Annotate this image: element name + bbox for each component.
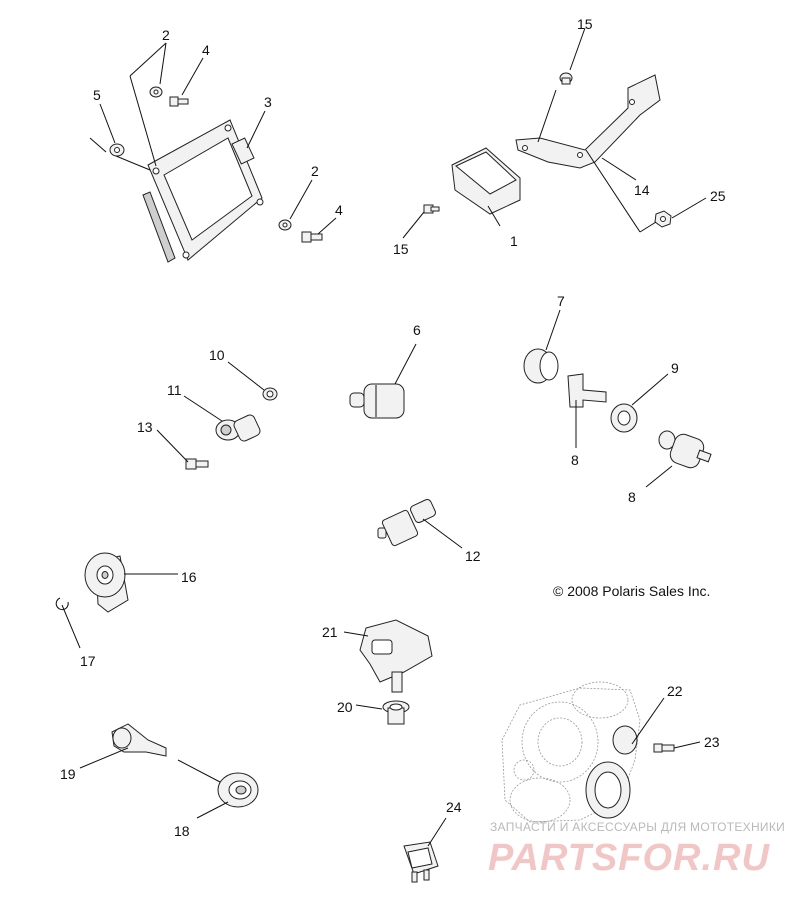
callout-19: 19 xyxy=(60,766,76,782)
clip-part-17 xyxy=(55,597,69,611)
grommet-part-7 xyxy=(523,348,559,384)
copyright-text: © 2008 Polaris Sales Inc. xyxy=(553,583,710,599)
nut-part-25 xyxy=(654,210,672,228)
watermark-tagline: ЗАПЧАСТИ И АКСЕССУАРЫ ДЛЯ МОТОТЕХНИКИ xyxy=(490,820,785,834)
grommet-part-9 xyxy=(610,403,638,433)
bolt-part-15a xyxy=(559,72,573,85)
watermark-logo: ЗАПЧАСТИ И АКСЕССУАРЫ ДЛЯ МОТОТЕХНИКИ PA… xyxy=(488,820,785,879)
callout-16: 16 xyxy=(181,569,197,585)
knock-sensor-part-16 xyxy=(84,552,129,613)
callout-13: 13 xyxy=(137,419,153,435)
watermark-brand: PARTSFOR.RU xyxy=(488,837,770,879)
sensor-part-6 xyxy=(349,383,405,419)
ecu-module-part-3 xyxy=(142,119,264,263)
bracket-part-14 xyxy=(515,74,661,169)
washer-part-2a xyxy=(149,86,163,98)
callout-7: 7 xyxy=(557,293,565,309)
callout-14: 14 xyxy=(634,182,650,198)
sensor-part-11 xyxy=(215,414,261,442)
map-sensor-part-21 xyxy=(359,619,433,693)
switch-part-24 xyxy=(403,841,439,883)
screw-part-23 xyxy=(653,743,675,753)
callout-15b: 15 xyxy=(393,241,409,257)
callout-9: 9 xyxy=(671,360,679,376)
clip-part-8a xyxy=(567,373,607,408)
callout-17: 17 xyxy=(80,653,96,669)
callout-5: 5 xyxy=(93,87,101,103)
washer-part-2b xyxy=(278,219,292,231)
callout-4b: 4 xyxy=(335,202,343,218)
callout-4a: 4 xyxy=(202,42,210,58)
callout-8b: 8 xyxy=(628,489,636,505)
callout-25: 25 xyxy=(710,188,726,204)
callout-24: 24 xyxy=(446,799,462,815)
plug-part-20 xyxy=(382,700,410,725)
callout-3: 3 xyxy=(264,94,272,110)
callout-18: 18 xyxy=(174,823,190,839)
screw-part-4a xyxy=(169,96,189,107)
callout-12: 12 xyxy=(465,548,481,564)
sensor-part-8b xyxy=(658,430,712,469)
callout-2a: 2 xyxy=(162,27,170,43)
cover-part-1 xyxy=(451,147,521,215)
callout-6: 6 xyxy=(413,322,421,338)
callout-10: 10 xyxy=(209,347,225,363)
callout-numbers: 1 2 2 3 4 4 5 6 7 8 8 9 10 11 12 13 14 1… xyxy=(60,16,726,839)
throttle-body-part-22 xyxy=(501,681,641,823)
callout-11: 11 xyxy=(167,382,182,398)
callout-21: 21 xyxy=(322,624,338,640)
washer-part-10 xyxy=(262,387,278,401)
screw-part-4b xyxy=(301,231,323,243)
callout-22: 22 xyxy=(667,683,683,699)
leader-lines xyxy=(61,27,707,847)
bulb-part-19 xyxy=(111,723,167,757)
sensor-part-12 xyxy=(377,499,436,547)
callout-8a: 8 xyxy=(571,452,579,468)
callout-20: 20 xyxy=(337,699,353,715)
washer-part-5 xyxy=(109,143,125,157)
callout-1: 1 xyxy=(510,233,518,249)
bolt-part-13 xyxy=(185,458,209,470)
socket-part-18 xyxy=(217,772,259,808)
bolt-part-15b xyxy=(423,204,440,214)
callout-2b: 2 xyxy=(311,163,319,179)
callout-15a: 15 xyxy=(577,16,593,32)
callout-23: 23 xyxy=(704,734,720,750)
